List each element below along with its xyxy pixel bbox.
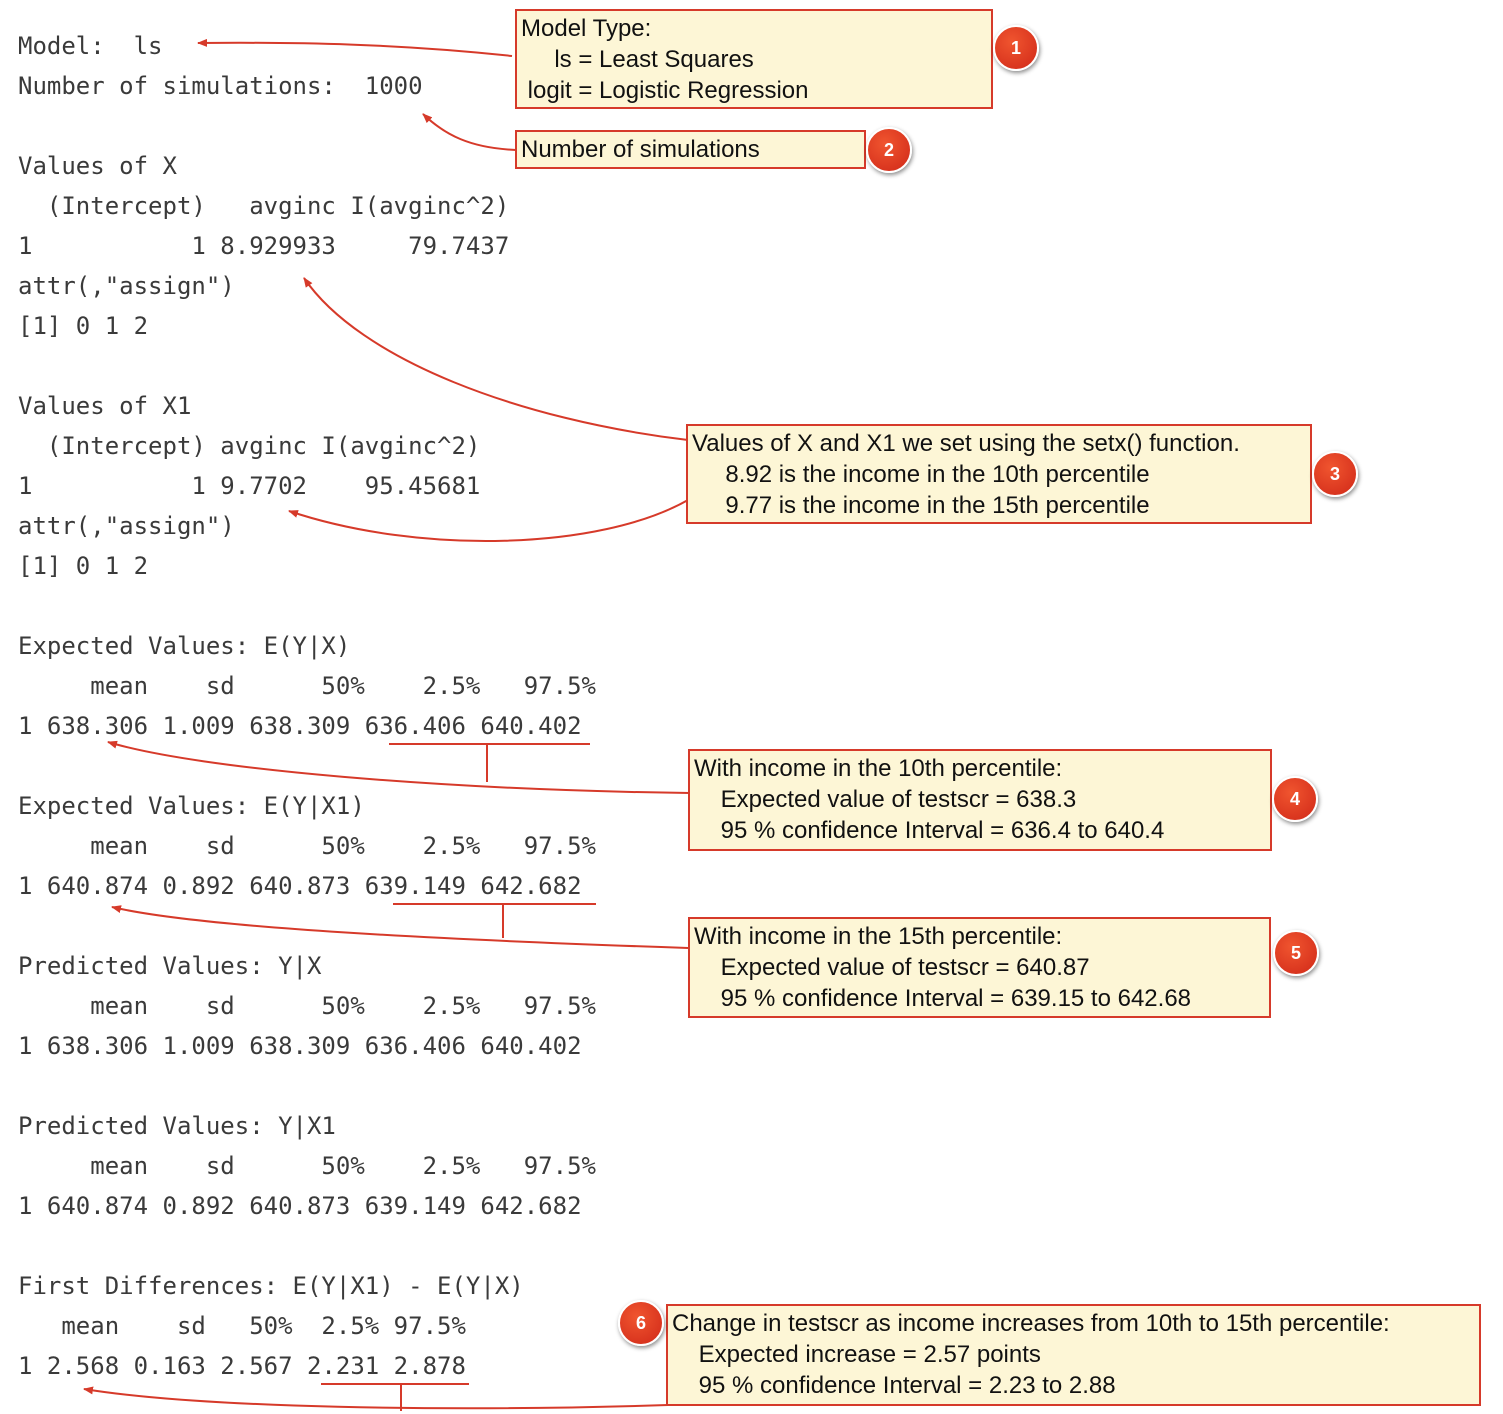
badge-6: 6 bbox=[618, 1300, 664, 1346]
note-model-type: Model Type: ls = Least Squares logit = L… bbox=[515, 9, 993, 109]
note-first-differences: Change in testscr as income increases fr… bbox=[666, 1304, 1481, 1406]
ev-x-header: mean sd 50% 2.5% 97.5% bbox=[18, 672, 596, 700]
arrow-2 bbox=[422, 113, 517, 151]
note-1-line-1: Model Type: bbox=[521, 15, 652, 42]
x1-assign: [1] 0 1 2 bbox=[18, 552, 149, 580]
note-3-line-1: Values of X and X1 we set using the setx… bbox=[692, 430, 1240, 457]
pv-x1-title: Predicted Values: Y|X1 bbox=[18, 1112, 336, 1140]
note-1-line-2: ls = Least Squares bbox=[521, 46, 754, 73]
note-6-line-2: Expected increase = 2.57 points bbox=[672, 1341, 1041, 1368]
pv-x1-row: 1 640.874 0.892 640.873 639.149 642.682 bbox=[18, 1192, 582, 1220]
ev-x1-row: 1 640.874 0.892 640.873 639.149 642.682 bbox=[18, 872, 582, 900]
note-3-line-3: 9.77 is the income in the 15th percentil… bbox=[692, 492, 1150, 519]
note-5-line-3: 95 % confidence Interval = 639.15 to 642… bbox=[694, 985, 1192, 1012]
model-line: Model: ls bbox=[18, 32, 163, 60]
note-4-line-3: 95 % confidence Interval = 636.4 to 640.… bbox=[694, 817, 1165, 844]
x1-header: (Intercept) avginc I(avginc^2) bbox=[18, 432, 481, 460]
note-10th-percentile: With income in the 10th percentile: Expe… bbox=[688, 749, 1272, 851]
note-15th-percentile: With income in the 15th percentile: Expe… bbox=[688, 917, 1271, 1018]
ev-x1-header: mean sd 50% 2.5% 97.5% bbox=[18, 832, 596, 860]
x-title: Values of X bbox=[18, 152, 177, 180]
note-5-line-2: Expected value of testscr = 640.87 bbox=[694, 954, 1090, 981]
note-3-line-2: 8.92 is the income in the 10th percentil… bbox=[692, 461, 1150, 488]
nsims-line: Number of simulations: 1000 bbox=[18, 72, 423, 100]
x-attr: attr(,"assign") bbox=[18, 272, 235, 300]
note-5-line-1: With income in the 15th percentile: bbox=[694, 923, 1063, 950]
note-6-line-3: 95 % confidence Interval = 2.23 to 2.88 bbox=[672, 1372, 1116, 1399]
x-header: (Intercept) avginc I(avginc^2) bbox=[18, 192, 510, 220]
ev-x-title: Expected Values: E(Y|X) bbox=[18, 632, 351, 660]
x1-row: 1 1 9.7702 95.45681 bbox=[18, 472, 481, 500]
arrow-5 bbox=[111, 905, 689, 949]
note-setx-values: Values of X and X1 we set using the setx… bbox=[686, 424, 1312, 524]
badge-4: 4 bbox=[1272, 776, 1318, 822]
pv-x-title: Predicted Values: Y|X bbox=[18, 952, 322, 980]
note-6-line-1: Change in testscr as income increases fr… bbox=[672, 1310, 1390, 1337]
arrow-3a bbox=[303, 277, 689, 441]
badge-5: 5 bbox=[1273, 930, 1319, 976]
note-simulations: Number of simulations bbox=[515, 130, 866, 169]
ev-x1-title: Expected Values: E(Y|X1) bbox=[18, 792, 365, 820]
badge-1: 1 bbox=[993, 25, 1039, 71]
note-4-line-2: Expected value of testscr = 638.3 bbox=[694, 786, 1077, 813]
fd-title: First Differences: E(Y|X1) - E(Y|X) bbox=[18, 1272, 524, 1300]
badge-2: 2 bbox=[866, 127, 912, 173]
pv-x-header: mean sd 50% 2.5% 97.5% bbox=[18, 992, 596, 1020]
badge-3: 3 bbox=[1312, 451, 1358, 497]
x-assign: [1] 0 1 2 bbox=[18, 312, 149, 340]
note-4-line-1: With income in the 10th percentile: bbox=[694, 755, 1063, 782]
x1-title: Values of X1 bbox=[18, 392, 192, 420]
x-row: 1 1 8.929933 79.7437 bbox=[18, 232, 510, 260]
fd-header: mean sd 50% 2.5% 97.5% bbox=[18, 1312, 466, 1340]
arrow-3b bbox=[288, 499, 689, 542]
ev-x-row: 1 638.306 1.009 638.309 636.406 640.402 bbox=[18, 712, 582, 740]
pv-x-row: 1 638.306 1.009 638.309 636.406 640.402 bbox=[18, 1032, 582, 1060]
pv-x1-header: mean sd 50% 2.5% 97.5% bbox=[18, 1152, 596, 1180]
note-2-line-1: Number of simulations bbox=[521, 136, 760, 163]
arrow-1 bbox=[197, 38, 513, 57]
note-1-line-3: logit = Logistic Regression bbox=[521, 77, 809, 104]
x1-attr: attr(,"assign") bbox=[18, 512, 235, 540]
fd-row: 1 2.568 0.163 2.567 2.231 2.878 bbox=[18, 1352, 466, 1380]
arrow-4 bbox=[107, 740, 691, 794]
arrow-6 bbox=[83, 1386, 669, 1410]
